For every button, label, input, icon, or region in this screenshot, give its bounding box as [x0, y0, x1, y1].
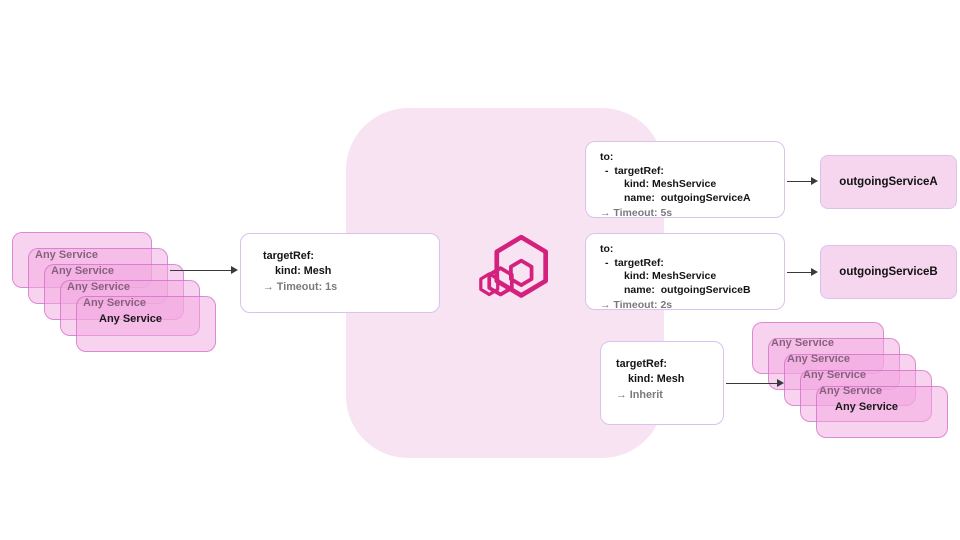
- arrow-config-to-service-a: [787, 177, 818, 185]
- kuma-logo-svg: [479, 234, 549, 298]
- config-line: kind: MeshService: [624, 270, 717, 283]
- kuma-mesh-logo-icon: [462, 224, 556, 318]
- config-line: targetRef:: [263, 250, 314, 262]
- config-line: kind: Mesh: [275, 264, 332, 277]
- config-line: kind: MeshService: [624, 178, 717, 191]
- arrow-config-to-any-services: [726, 379, 784, 387]
- config-line-timeout: → Timeout: 2s: [600, 299, 673, 312]
- arrow-config-to-service-b: [787, 268, 818, 276]
- config-line: targetRef:: [616, 358, 667, 370]
- outgoing-service-b-card: outgoingServiceB: [820, 245, 957, 299]
- arrow-services-to-mesh-config: [170, 266, 238, 274]
- mesh-timeout-config-card: targetRef: kind: Mesh → Timeout: 1s: [240, 233, 440, 313]
- to-service-b-config-card: to: - targetRef: kind: MeshService name:…: [585, 233, 785, 312]
- config-line: - targetRef:: [605, 164, 664, 177]
- config-line-timeout: → Timeout: 1s: [263, 281, 338, 294]
- config-line: - targetRef:: [605, 256, 664, 269]
- config-line: to:: [600, 151, 614, 163]
- mesh-inherit-config-card: targetRef: kind: Mesh → Inherit: [600, 341, 724, 425]
- any-service-card: Any Service: [816, 386, 948, 438]
- config-line: to:: [600, 243, 614, 255]
- config-line-inherit: → Inherit: [616, 389, 663, 402]
- config-line-timeout: → Timeout: 5s: [600, 207, 673, 220]
- config-line: name: outgoingServiceB: [624, 283, 751, 296]
- to-service-a-config-card: to: - targetRef: kind: MeshService name:…: [585, 141, 785, 220]
- config-line: name: outgoingServiceA: [624, 191, 751, 204]
- config-line: kind: Mesh: [628, 372, 685, 385]
- outgoing-service-a-card: outgoingServiceA: [820, 155, 957, 209]
- any-service-card: Any Service: [76, 296, 216, 352]
